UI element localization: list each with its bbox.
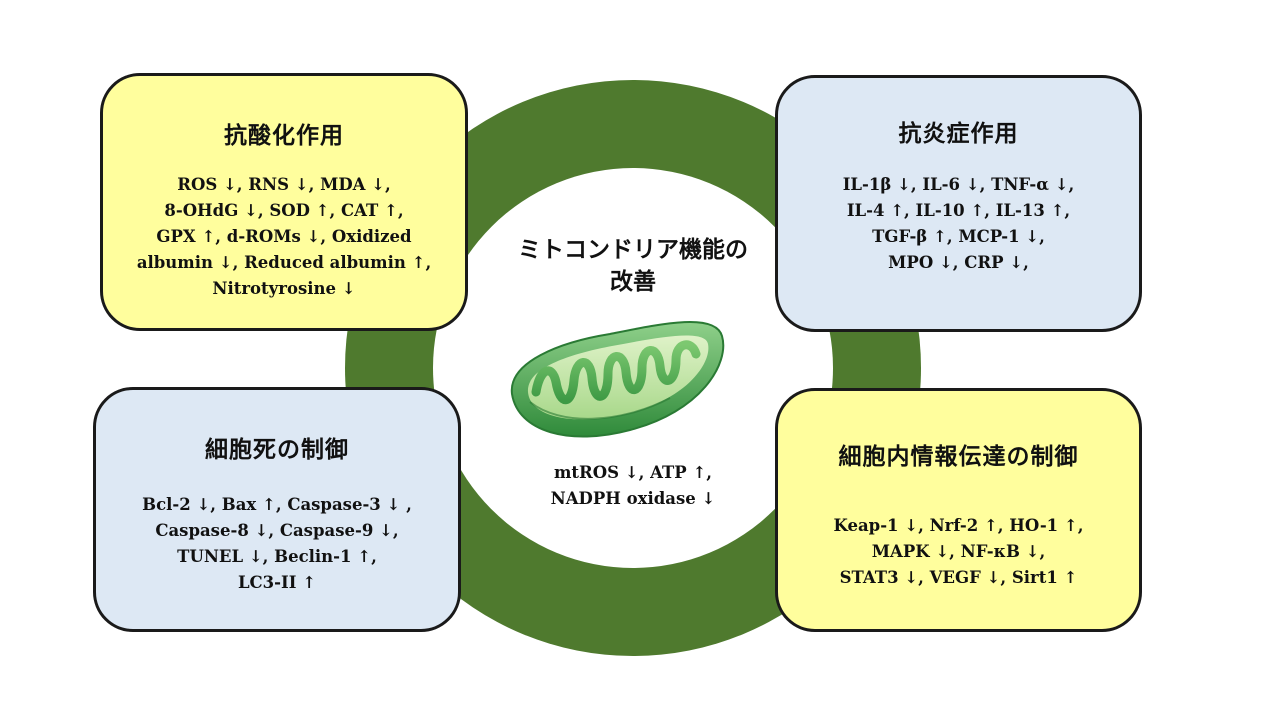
antiinflammatory-title: 抗炎症作用 <box>898 121 1019 147</box>
mitochondrion-icon <box>500 302 730 452</box>
cell-death-markers: Bcl-2 ↓, Bax ↑, Caspase-3 ↓ , Caspase-8 … <box>142 495 412 592</box>
cell-death-title: 細胞死の制御 <box>205 437 349 463</box>
antiinflammatory-markers: IL-1β ↓, IL-6 ↓, TNF-α ↓, IL-4 ↑, IL-10 … <box>842 175 1075 272</box>
center-markers: mtROS ↓, ATP ↑, NADPH oxidase ↓ <box>550 463 716 508</box>
signaling-box: 細胞内情報伝達の制御 Keap-1 ↓, Nrf-2 ↑, HO-1 ↑, MA… <box>775 388 1142 632</box>
signaling-title: 細胞内情報伝達の制御 <box>838 444 1079 470</box>
signaling-markers: Keap-1 ↓, Nrf-2 ↑, HO-1 ↑, MAPK ↓, NF-κB… <box>833 516 1084 587</box>
antiinflammatory-box: 抗炎症作用 IL-1β ↓, IL-6 ↓, TNF-α ↓, IL-4 ↑, … <box>775 75 1142 332</box>
cell-death-box: 細胞死の制御 Bcl-2 ↓, Bax ↑, Caspase-3 ↓ , Cas… <box>93 387 461 632</box>
antioxidant-title: 抗酸化作用 <box>224 123 344 149</box>
center-title: ミトコンドリア機能の 改善 <box>518 237 748 295</box>
antioxidant-box: 抗酸化作用 ROS ↓, RNS ↓, MDA ↓, 8-OHdG ↓, SOD… <box>100 73 468 331</box>
antioxidant-markers: ROS ↓, RNS ↓, MDA ↓, 8-OHdG ↓, SOD ↑, CA… <box>136 175 432 298</box>
